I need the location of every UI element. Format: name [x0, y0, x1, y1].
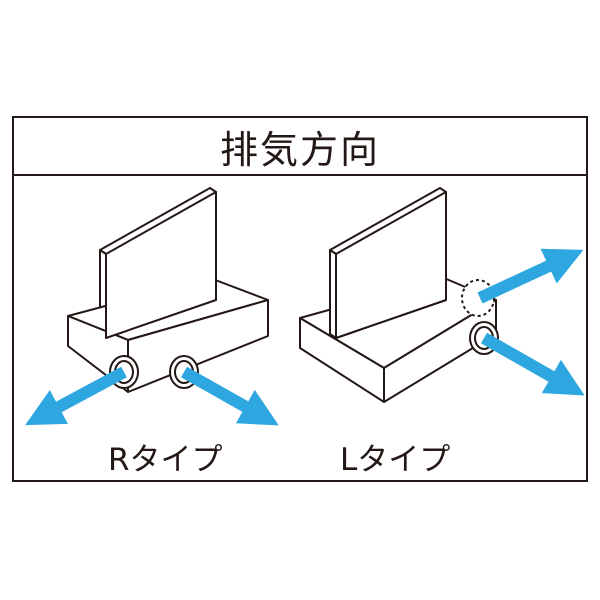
l-type-unit: [299, 187, 499, 403]
r-type-label: Rタイプ: [108, 442, 223, 478]
l-arrows: [477, 248, 585, 396]
header-row: 排気方向: [14, 118, 586, 176]
r-arrows: [25, 366, 279, 426]
exhaust-direction-frame: 排気方向: [12, 116, 588, 482]
l-arrow-upper: [477, 248, 584, 304]
r-arrow-right: [181, 366, 279, 426]
diagram-title: 排気方向: [219, 127, 380, 172]
r-arrow-left: [25, 366, 127, 426]
l-arrow-lower: [481, 332, 585, 396]
l-type-label: Lタイプ: [340, 442, 451, 478]
type-labels: Rタイプ Lタイプ: [0, 116, 600, 478]
r-type-unit: [67, 187, 269, 393]
